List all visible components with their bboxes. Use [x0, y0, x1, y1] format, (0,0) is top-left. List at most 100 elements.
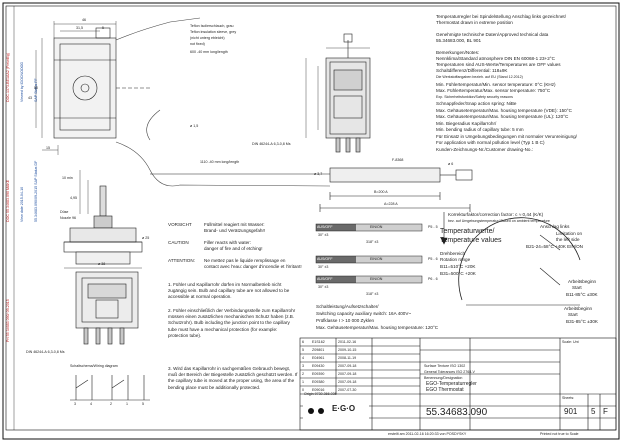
dim-15: 15: [46, 146, 50, 150]
capillary-cable: [115, 17, 331, 187]
revision-date: 2011-02-16: [338, 340, 357, 344]
dim-phi-6: ø 6: [448, 162, 454, 166]
scale: Scale: Unt: [562, 340, 579, 344]
surface-texture: Surface Texture ISO 1302: [424, 364, 466, 368]
revision-ind: 4: [302, 356, 304, 360]
note-2: 2. Fühler einschließlich der Verbindungs…: [168, 308, 296, 338]
ref-origin: Origin 9730.366.036: [304, 392, 337, 396]
nozzle-label: Düse: [60, 210, 69, 214]
switch-note-2: Switching capacity auxiliary switch: 16A…: [316, 311, 412, 316]
revision-ind: 6: [302, 340, 304, 344]
sheet-number: 901: [564, 407, 578, 416]
stamp-6: 55.34683.090/09-2015 SAP Status DF: [34, 160, 38, 222]
correction-de: Korrekturfaktor/correction factor: c ≈ 0…: [448, 212, 544, 217]
temp-arb2: Arbeitsbeginn: [564, 306, 593, 311]
thermostat-front-view: [325, 33, 371, 153]
cable-note-en2: not fixed): [190, 42, 205, 46]
switch-off-1: AUS/OFF: [317, 225, 333, 229]
revision-no: Z09801: [312, 348, 325, 352]
switch-label-2: P5 - 6: [428, 257, 438, 261]
din-top: DIN 46244-A 6,3-0,8 Ms: [252, 142, 291, 146]
dim-phi-1-5: ø 1,5: [190, 124, 199, 128]
din-bottom: DIN 46244-A 6,3-0,8 Ms: [26, 350, 65, 354]
switch-a30-1: 30° ±3: [318, 233, 329, 237]
revision-date: 2007-09-18: [338, 372, 357, 376]
spec-line-16: Min. Biegeradius Kapillarrohr/: [436, 121, 497, 126]
dim-10min: 10 min: [62, 176, 73, 180]
blatt: F: [603, 407, 608, 416]
revision-no: E09380: [312, 380, 325, 384]
temp-r1: B11=510°C +20K: [440, 264, 476, 269]
switch-diagram-2: [315, 255, 423, 264]
caution-text-2: danger of fire and of etching!: [204, 246, 263, 251]
dim-phi-3-7: ø 3,7: [314, 172, 323, 176]
switch-a30-3: 30° ±3: [318, 285, 329, 289]
spec-line-2: Thermostat drawn in extreme position: [436, 20, 513, 25]
temp-title-1: Temperaturwerte/: [440, 228, 495, 235]
dim-lines-top: [35, 21, 117, 155]
revision-no: E09430: [312, 364, 325, 368]
designation-en: EGO Thermostat: [426, 387, 464, 393]
switch-off-3: AUS/OFF: [317, 277, 333, 281]
ego-logo: [303, 397, 369, 427]
dim-5: 5: [102, 26, 104, 30]
caution-text-1: Filler reacts with water:: [204, 240, 251, 245]
vorsicht-text-1: Füllmittel reagiert mit Wasser:: [204, 222, 265, 227]
stamp-7: Prt 55 34683 090/ 09-2015: [6, 299, 10, 342]
cable-note-en: Teflon insulation sleeve, grey: [190, 30, 237, 34]
temp-r2: B31=500°C +20K: [440, 271, 476, 276]
spec-line-20: Kunden-Zeichnungs-Nr./Customer drawing-N…: [436, 147, 534, 152]
attention-text-1: Ne mettez pas le liquide remplissage en: [204, 258, 286, 263]
switch-diagrams: [315, 223, 423, 284]
vorsicht-text-2: Brand- und Verätzungsgefahr!: [204, 228, 266, 233]
wiring-title: Schaltschema/Wiring diagram: [70, 364, 118, 368]
spec-line-5: Bemerkungen/Notes:: [436, 50, 480, 55]
correction-en: bez. auf Umgebungstemperatur/ Based on a…: [448, 219, 550, 223]
revision-date: 2007-07-30: [338, 388, 357, 392]
switch-angle-3: 318° ±3: [366, 292, 379, 296]
spec-line-13: Schnappfeder/Snap action spring: NiBe: [436, 101, 517, 106]
revision-date: 2007-09-18: [338, 380, 357, 384]
revision-ind: 1: [302, 380, 304, 384]
dim-f8368: F-8368: [392, 158, 404, 162]
cable-length: 600 -40 mm long/length: [190, 50, 228, 54]
format: 5: [591, 407, 596, 416]
spec-line-17: Min. bending radius of capillary tube: 5…: [436, 127, 524, 132]
dim-31-5: 31,5: [76, 26, 83, 30]
revision-no: E04961: [312, 356, 325, 360]
temp-s1: B11-85°C ±30K: [566, 292, 598, 297]
vorsicht-label: VORSICHT: [168, 222, 192, 227]
switch-angle-1: 318° ±3: [366, 240, 379, 244]
front-view-dims: [305, 47, 370, 138]
spec-line-14: Max. Gehäusetemperatur/Max. housing temp…: [436, 108, 572, 113]
temp-title-2: Temperature values: [440, 237, 502, 244]
temperature-graph: [458, 217, 581, 306]
wiring-num-3: 2: [110, 402, 112, 406]
dim-phi-25: ø 25: [142, 236, 150, 240]
spec-line-11: Max. Fühlertemperatur/Max. sensor temper…: [436, 88, 551, 93]
spec-line-7: Temperaturen sind AUS-Werte/Temperatures…: [436, 62, 561, 67]
created-line: erstellt am 2011-02-16 16:20:33 von POSD…: [388, 432, 467, 436]
company-logo-text: E·G·O: [332, 404, 356, 413]
attention-text-2: contact avec l'eau: danger d'incendie et…: [204, 264, 302, 269]
switch-on-2: EIN/ON: [370, 257, 383, 261]
note-1: 1. Fühler und Kapillarrohr dürfen im Nor…: [168, 282, 290, 300]
wiring-diagram: [70, 375, 150, 401]
stamp-2: Viewed by IDOCNOOOD: [20, 61, 24, 102]
switch-note-1: Schaltleistung/Aufsetzschalter/: [316, 304, 379, 309]
revision-ind: 0: [302, 388, 304, 392]
dim-b200: B=200 A: [374, 190, 388, 194]
switch-label-1: P5 - 5: [428, 225, 438, 229]
correction-arrow: [440, 212, 448, 245]
general-tolerance: General Tolerances ISO 2768-V: [424, 370, 475, 374]
spec-line-12: Exp. Sicherheitsfunktion/Safety security…: [436, 95, 513, 99]
note-3: 3. Wird das Kapillarrohr in sachgemäßen …: [168, 366, 298, 390]
temp-arb: Arbeitsbeginn: [568, 279, 597, 284]
dim-43: 43: [28, 96, 32, 100]
caution-label: CAUTION: [168, 240, 189, 245]
dim-4-95: 4,95: [70, 196, 77, 200]
dim-46: 46: [82, 18, 86, 22]
spec-line-6: Nennklima/Standard atmosphere DIN EN 600…: [436, 56, 555, 61]
nozzle-sub: Nozzle 96: [60, 216, 76, 220]
